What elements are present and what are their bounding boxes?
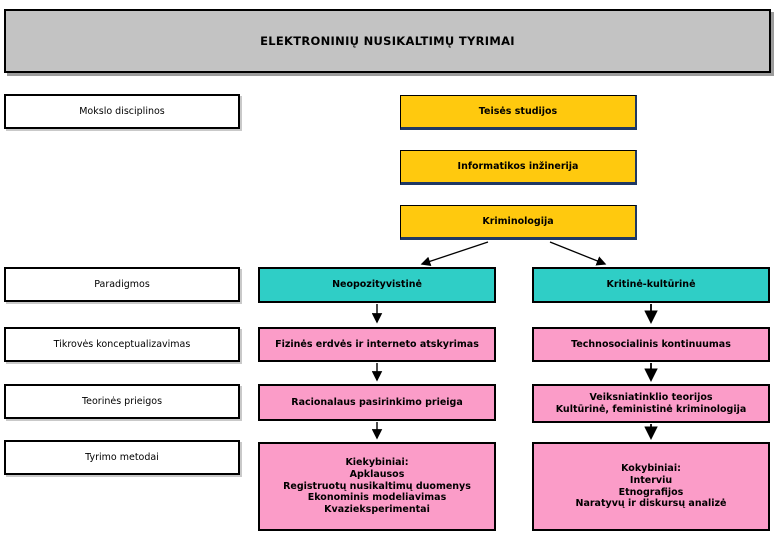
row-label-methods: Tyrimo metodai bbox=[4, 440, 240, 475]
conceptualization-box-right: Technosocialinis kontinuumas bbox=[532, 327, 770, 362]
paradigm-text: Kritinė-kultūrinė bbox=[606, 279, 696, 291]
row-label-text: Mokslo disciplinos bbox=[79, 105, 165, 117]
discipline-box-informatics-engineering: Informatikos inžinerija bbox=[400, 150, 637, 185]
title-banner: ELEKTRONINIŲ NUSIKALTIMŲ TYRIMAI bbox=[4, 9, 771, 73]
page-title: ELEKTRONINIŲ NUSIKALTIMŲ TYRIMAI bbox=[260, 33, 515, 48]
conceptualization-text: Fizinės erdvės ir interneto atskyrimas bbox=[275, 338, 479, 350]
approach-box-left: Racionalaus pasirinkimo prieiga bbox=[258, 384, 496, 421]
row-label-text: Tikrovės konceptualizavimas bbox=[53, 338, 191, 350]
row-label-approaches: Teorinės prieigos bbox=[4, 384, 240, 419]
discipline-text: Teisės studijos bbox=[478, 105, 558, 117]
approach-text-line: Kultūrinė, feministinė kriminologija bbox=[555, 403, 747, 415]
paradigm-text: Neopozityvistinė bbox=[332, 279, 422, 291]
method-line: Kvazieksperimentai bbox=[324, 504, 430, 516]
paradigm-box-critical-cultural: Kritinė-kultūrinė bbox=[532, 267, 770, 303]
arrow-criminology-to-neopositivist bbox=[420, 241, 489, 267]
row-label-text: Tyrimo metodai bbox=[85, 451, 159, 463]
approach-text: Racionalaus pasirinkimo prieiga bbox=[291, 396, 463, 408]
row-label-text: Teorinės prieigos bbox=[81, 395, 163, 407]
method-line: Registruotų nusikaltimų duomenys bbox=[283, 480, 471, 492]
row-label-disciplines: Mokslo disciplinos bbox=[4, 94, 240, 129]
method-line: Ekonominis modeliavimas bbox=[307, 492, 447, 504]
row-label-conceptualization: Tikrovės konceptualizavimas bbox=[4, 327, 240, 362]
method-line: Naratyvų ir diskursų analizė bbox=[575, 498, 727, 510]
discipline-box-criminology: Kriminologija bbox=[400, 205, 637, 240]
method-line: Kokybiniai: bbox=[621, 462, 681, 474]
method-line: Etnografijos bbox=[618, 486, 684, 498]
row-label-paradigms: Paradigmos bbox=[4, 267, 240, 302]
conceptualization-text: Technosocialinis kontinuumas bbox=[571, 338, 731, 350]
method-line: Apklausos bbox=[349, 468, 405, 480]
paradigm-box-neopositivist: Neopozityvistinė bbox=[258, 267, 496, 303]
conceptualization-box-left: Fizinės erdvės ir interneto atskyrimas bbox=[258, 327, 496, 362]
methods-box-quantitative: Kiekybiniai: Apklausos Registruotų nusik… bbox=[258, 442, 496, 531]
method-line: Kiekybiniai: bbox=[345, 456, 409, 468]
approach-text-line: Veiksniatinklio teorijos bbox=[589, 391, 713, 403]
arrow-criminology-to-critical-cultural bbox=[549, 241, 607, 266]
method-line: Interviu bbox=[629, 474, 673, 486]
discipline-box-law-studies: Teisės studijos bbox=[400, 95, 637, 130]
row-label-text: Paradigmos bbox=[94, 278, 150, 290]
discipline-text: Informatikos inžinerija bbox=[457, 160, 579, 172]
approach-box-right: Veiksniatinklio teorijos Kultūrinė, femi… bbox=[532, 384, 770, 423]
methods-box-qualitative: Kokybiniai: Interviu Etnografijos Naraty… bbox=[532, 442, 770, 531]
discipline-text: Kriminologija bbox=[482, 215, 554, 227]
